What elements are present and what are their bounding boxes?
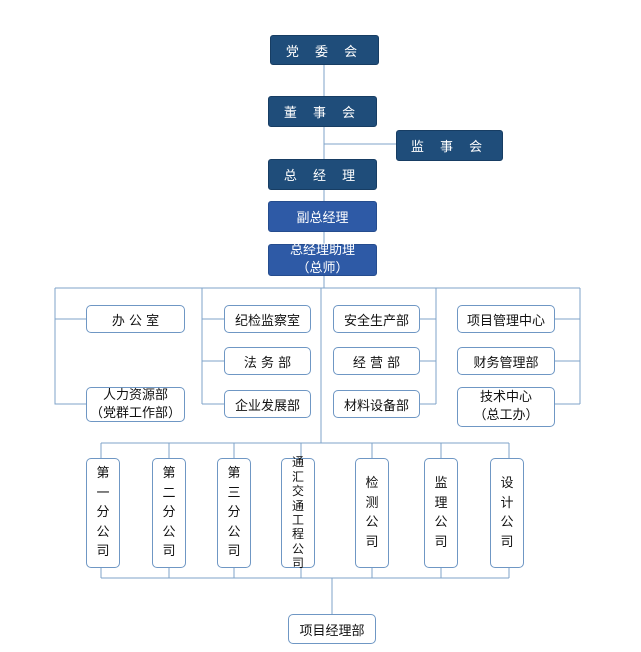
branch-company-char: 分 <box>96 505 110 521</box>
branch-company-char: 司 <box>291 556 304 571</box>
branch-company-char: 公 <box>434 515 448 530</box>
dept-finance-box: 财务管理部 <box>457 347 555 375</box>
branch-company-char: 公 <box>162 524 176 540</box>
dept-materials-box: 材料设备部 <box>333 390 420 418</box>
branch-company-char: 测 <box>365 495 379 511</box>
dept-tech-center-box: 技术中心 （总工办） <box>457 387 555 427</box>
dept-tech-line2: （总工办） <box>473 408 539 423</box>
dept-legal-label: 法 务 部 <box>243 355 292 371</box>
branch-company-char: 第 <box>96 466 110 482</box>
supervisory-board-box: 监 事 会 <box>396 130 503 161</box>
branch-company-char: 分 <box>162 505 176 521</box>
branch-company-char: 公 <box>227 524 241 540</box>
branch-company-char: 司 <box>434 534 448 550</box>
dept-enterprise-dev-box: 企业发展部 <box>224 390 311 418</box>
branch-company-char: 第 <box>227 466 241 482</box>
branch-company-char: 公 <box>500 515 514 530</box>
branch-company-box: 通汇交通工程公司 <box>281 455 315 571</box>
branch-company-box: 第三分公司 <box>217 458 251 568</box>
dept-tech-line1: 技术中心 <box>479 390 532 406</box>
branch-company-char: 理 <box>434 495 448 511</box>
branch-company-char: 分 <box>227 505 241 521</box>
branch-company-char: 设 <box>500 476 514 491</box>
branch-company-char: 检 <box>365 476 379 491</box>
deputy-gm-label: 副总经理 <box>296 211 349 226</box>
general-manager-box: 总 经 理 <box>268 159 377 190</box>
branch-company-char: 第 <box>162 466 176 482</box>
branch-company-char: 汇 <box>291 469 304 484</box>
branch-company-char: 公 <box>291 541 304 556</box>
branch-company-box: 监理公司 <box>424 458 458 568</box>
dept-safety-label: 安全生产部 <box>343 313 409 329</box>
dept-enterprise-dev-label: 企业发展部 <box>234 398 300 414</box>
branch-company-char: 通 <box>291 455 304 470</box>
branch-company-char: 司 <box>365 534 379 550</box>
branch-company-char: 计 <box>500 495 514 511</box>
party-committee-label: 党 委 会 <box>285 44 364 60</box>
branch-company-box: 第二分公司 <box>152 458 186 568</box>
branch-company-char: 公 <box>96 524 110 540</box>
branch-company-char: 三 <box>227 485 241 501</box>
dept-legal-box: 法 务 部 <box>224 347 311 375</box>
branch-company-char: 司 <box>500 534 514 550</box>
branch-company-char: 司 <box>227 544 241 560</box>
party-committee-box: 党 委 会 <box>270 35 379 65</box>
branch-company-char: 二 <box>162 485 176 501</box>
project-manager-dept-label: 项目经理部 <box>299 623 365 639</box>
branch-company-char: 司 <box>162 544 176 560</box>
gm-assistant-line2: （总师） <box>296 261 349 276</box>
branch-company-box: 检测公司 <box>355 458 389 568</box>
dept-hr-box: 人力资源部 （党群工作部） <box>86 387 185 422</box>
dept-project-center-label: 项目管理中心 <box>466 313 545 329</box>
dept-finance-label: 财务管理部 <box>473 355 539 371</box>
branch-company-box: 设计公司 <box>490 458 524 568</box>
dept-office-label: 办 公 室 <box>111 313 160 329</box>
gm-assistant-line1: 总经理助理 <box>289 243 355 259</box>
dept-operations-box: 经 营 部 <box>333 347 420 375</box>
dept-discipline-box: 纪检监察室 <box>224 305 311 333</box>
branch-company-char: 程 <box>291 527 304 542</box>
branch-company-char: 交 <box>291 484 304 499</box>
project-manager-dept-box: 项目经理部 <box>288 614 376 644</box>
branch-company-char: 一 <box>96 485 110 501</box>
board-label: 董 事 会 <box>283 106 362 121</box>
deputy-gm-box: 副总经理 <box>268 201 377 232</box>
branch-company-box: 第一分公司 <box>86 458 120 568</box>
branch-company-char: 工 <box>291 513 304 527</box>
dept-discipline-label: 纪检监察室 <box>234 313 300 329</box>
dept-hr-line1: 人力资源部 <box>102 387 168 403</box>
branch-company-char: 公 <box>365 515 379 530</box>
dept-hr-line2: （党群工作部） <box>89 405 181 421</box>
dept-materials-label: 材料设备部 <box>343 398 409 414</box>
general-manager-label: 总 经 理 <box>283 169 362 184</box>
dept-project-center-box: 项目管理中心 <box>457 305 555 333</box>
dept-safety-box: 安全生产部 <box>333 305 420 333</box>
supervisory-label: 监 事 会 <box>410 140 489 155</box>
gm-assistant-box: 总经理助理 （总师） <box>268 243 377 276</box>
dept-office-box: 办 公 室 <box>86 305 185 333</box>
branch-company-char: 司 <box>96 544 110 560</box>
dept-operations-label: 经 营 部 <box>352 355 401 371</box>
branch-company-char: 通 <box>291 498 304 513</box>
board-of-directors-box: 董 事 会 <box>268 96 377 127</box>
branch-company-char: 监 <box>434 476 448 491</box>
